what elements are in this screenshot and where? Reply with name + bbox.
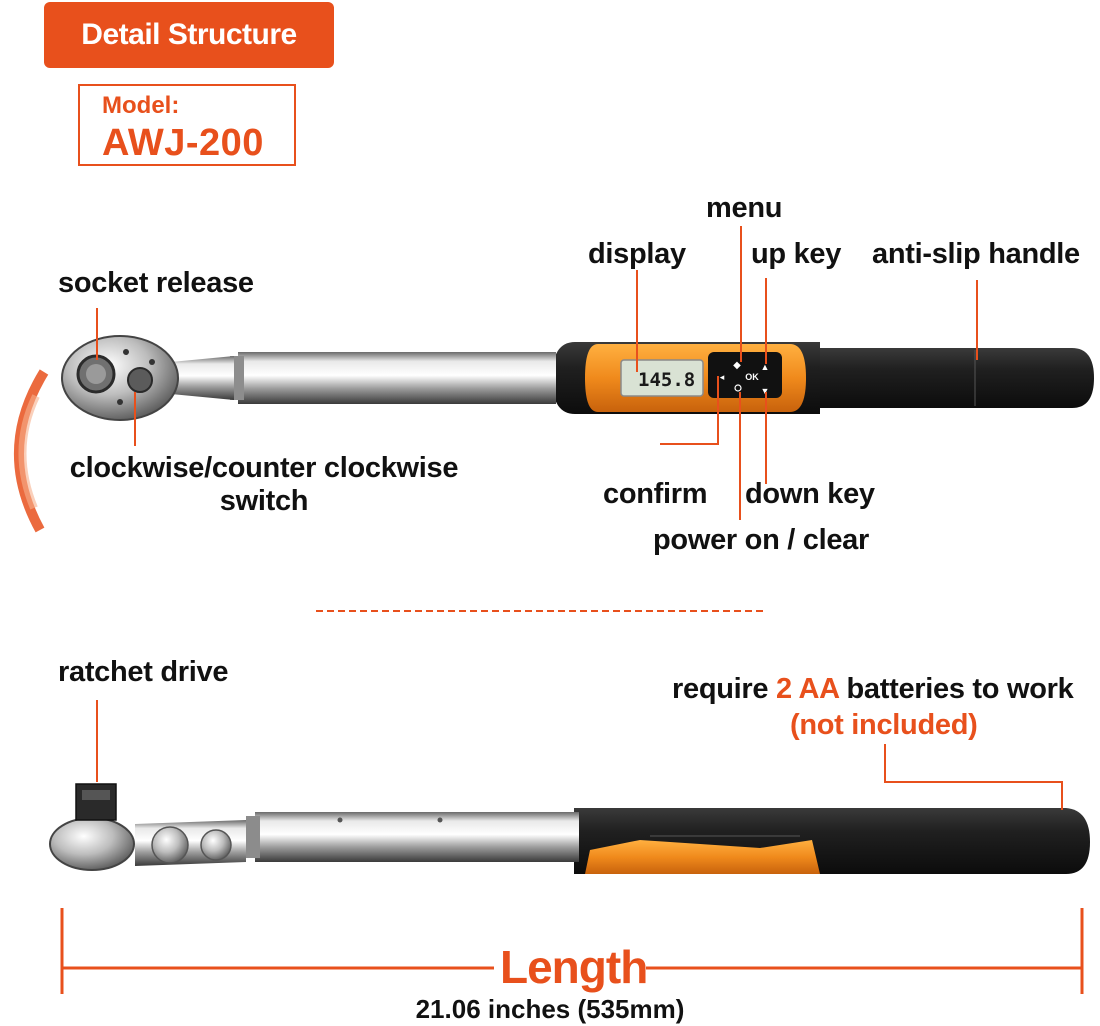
callout-menu: menu — [706, 192, 783, 224]
lcd-display — [620, 359, 704, 397]
model-box: Model: AWJ-200 — [78, 84, 296, 166]
side-wrench — [49, 783, 1090, 874]
keypad — [708, 352, 782, 398]
battery-prefix: require — [672, 673, 769, 705]
square-drive — [75, 783, 117, 821]
section-badge: Detail Structure — [44, 2, 334, 68]
ok-key: OK — [745, 372, 759, 382]
callout-display: display — [588, 238, 686, 270]
side-leader-lines — [96, 700, 1063, 810]
callout-confirm: confirm — [603, 478, 708, 510]
menu-key-icon: ◆ — [733, 360, 741, 371]
callout-direction-switch-line1: clockwise/counter clockwise — [69, 452, 459, 484]
top-leader-lines — [96, 226, 978, 520]
callout-power-on-clear: power on / clear — [653, 524, 869, 556]
top-wrench: 145.8 ◆ OK ▲ ▼ ◂ — [61, 335, 1094, 421]
callout-down-key: down key — [745, 478, 875, 510]
model-value: AWJ-200 — [102, 122, 264, 164]
length-value: 21.06 inches (535mm) — [415, 994, 685, 1024]
callout-direction-switch-line2: switch — [219, 485, 309, 517]
power-key-icon — [734, 384, 742, 392]
callout-battery-note: (not included) — [790, 709, 978, 741]
model-label: Model: — [102, 92, 180, 119]
up-key-icon: ▲ — [761, 362, 770, 372]
callout-anti-slip-handle: anti-slip handle — [872, 238, 1080, 270]
callout-battery: require 2 AA batteries to work — [672, 673, 1074, 706]
battery-suffix: batteries to work — [846, 673, 1074, 705]
length-title: Length — [500, 941, 648, 993]
callout-up-key: up key — [751, 238, 842, 270]
lcd-reading: 145.8 — [638, 369, 695, 391]
callout-socket-release: socket release — [58, 267, 254, 299]
callout-direction-switch: clockwise/counter clockwise switch — [56, 452, 472, 518]
confirm-key-icon: ◂ — [720, 372, 725, 382]
length-dimension-line — [60, 908, 1084, 994]
down-key-icon: ▼ — [761, 386, 770, 396]
callout-ratchet-drive: ratchet drive — [58, 656, 229, 688]
section-badge-label: Detail Structure — [81, 18, 297, 51]
battery-highlight: 2 AA — [775, 673, 839, 705]
direction-switch — [127, 367, 153, 393]
